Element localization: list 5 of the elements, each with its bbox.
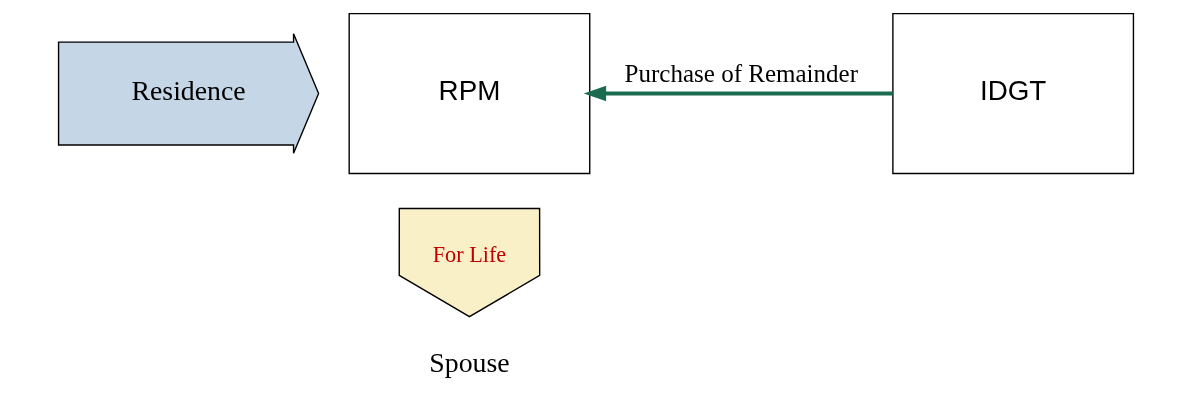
node-box: IDGT bbox=[892, 12, 1135, 175]
node-text: Spouse bbox=[429, 347, 510, 379]
node-box: RPM bbox=[348, 12, 591, 175]
arrow bbox=[583, 85, 893, 102]
edge-label: Purchase of Remainder bbox=[624, 59, 859, 87]
